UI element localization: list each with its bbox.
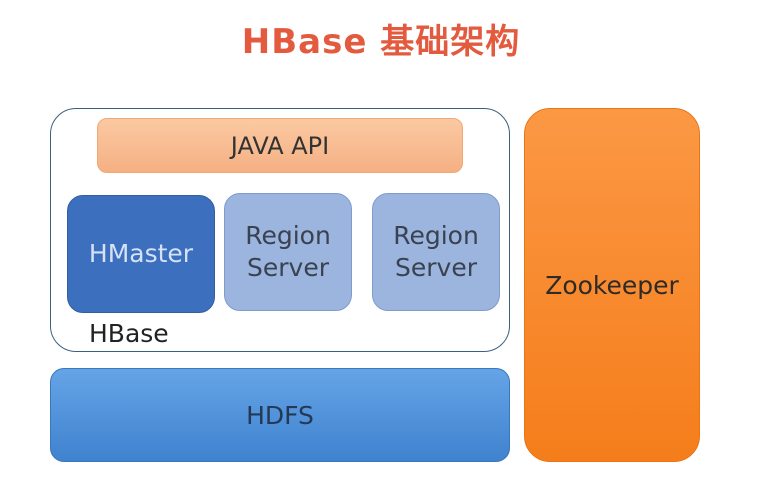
region-server-2-line2: Server xyxy=(395,253,477,282)
region-server-box-1: Region Server xyxy=(224,193,352,311)
hbase-label: HBase xyxy=(89,319,169,348)
zookeeper-box: Zookeeper xyxy=(524,108,700,462)
hdfs-label: HDFS xyxy=(246,400,314,430)
region-server-box-2: Region Server xyxy=(372,193,500,311)
java-api-box: JAVA API xyxy=(97,118,463,173)
hmaster-label: HMaster xyxy=(88,239,194,268)
page-title: HBase 基础架构 xyxy=(241,22,521,62)
java-api-label: JAVA API xyxy=(230,131,330,160)
region-server-2-line1: Region xyxy=(393,221,479,250)
region-server-1-line1: Region xyxy=(245,221,331,250)
region-server-1-line2: Server xyxy=(247,253,329,282)
hdfs-box: HDFS xyxy=(50,368,510,462)
zookeeper-label: Zookeeper xyxy=(545,270,679,300)
hmaster-box: HMaster xyxy=(67,195,215,313)
